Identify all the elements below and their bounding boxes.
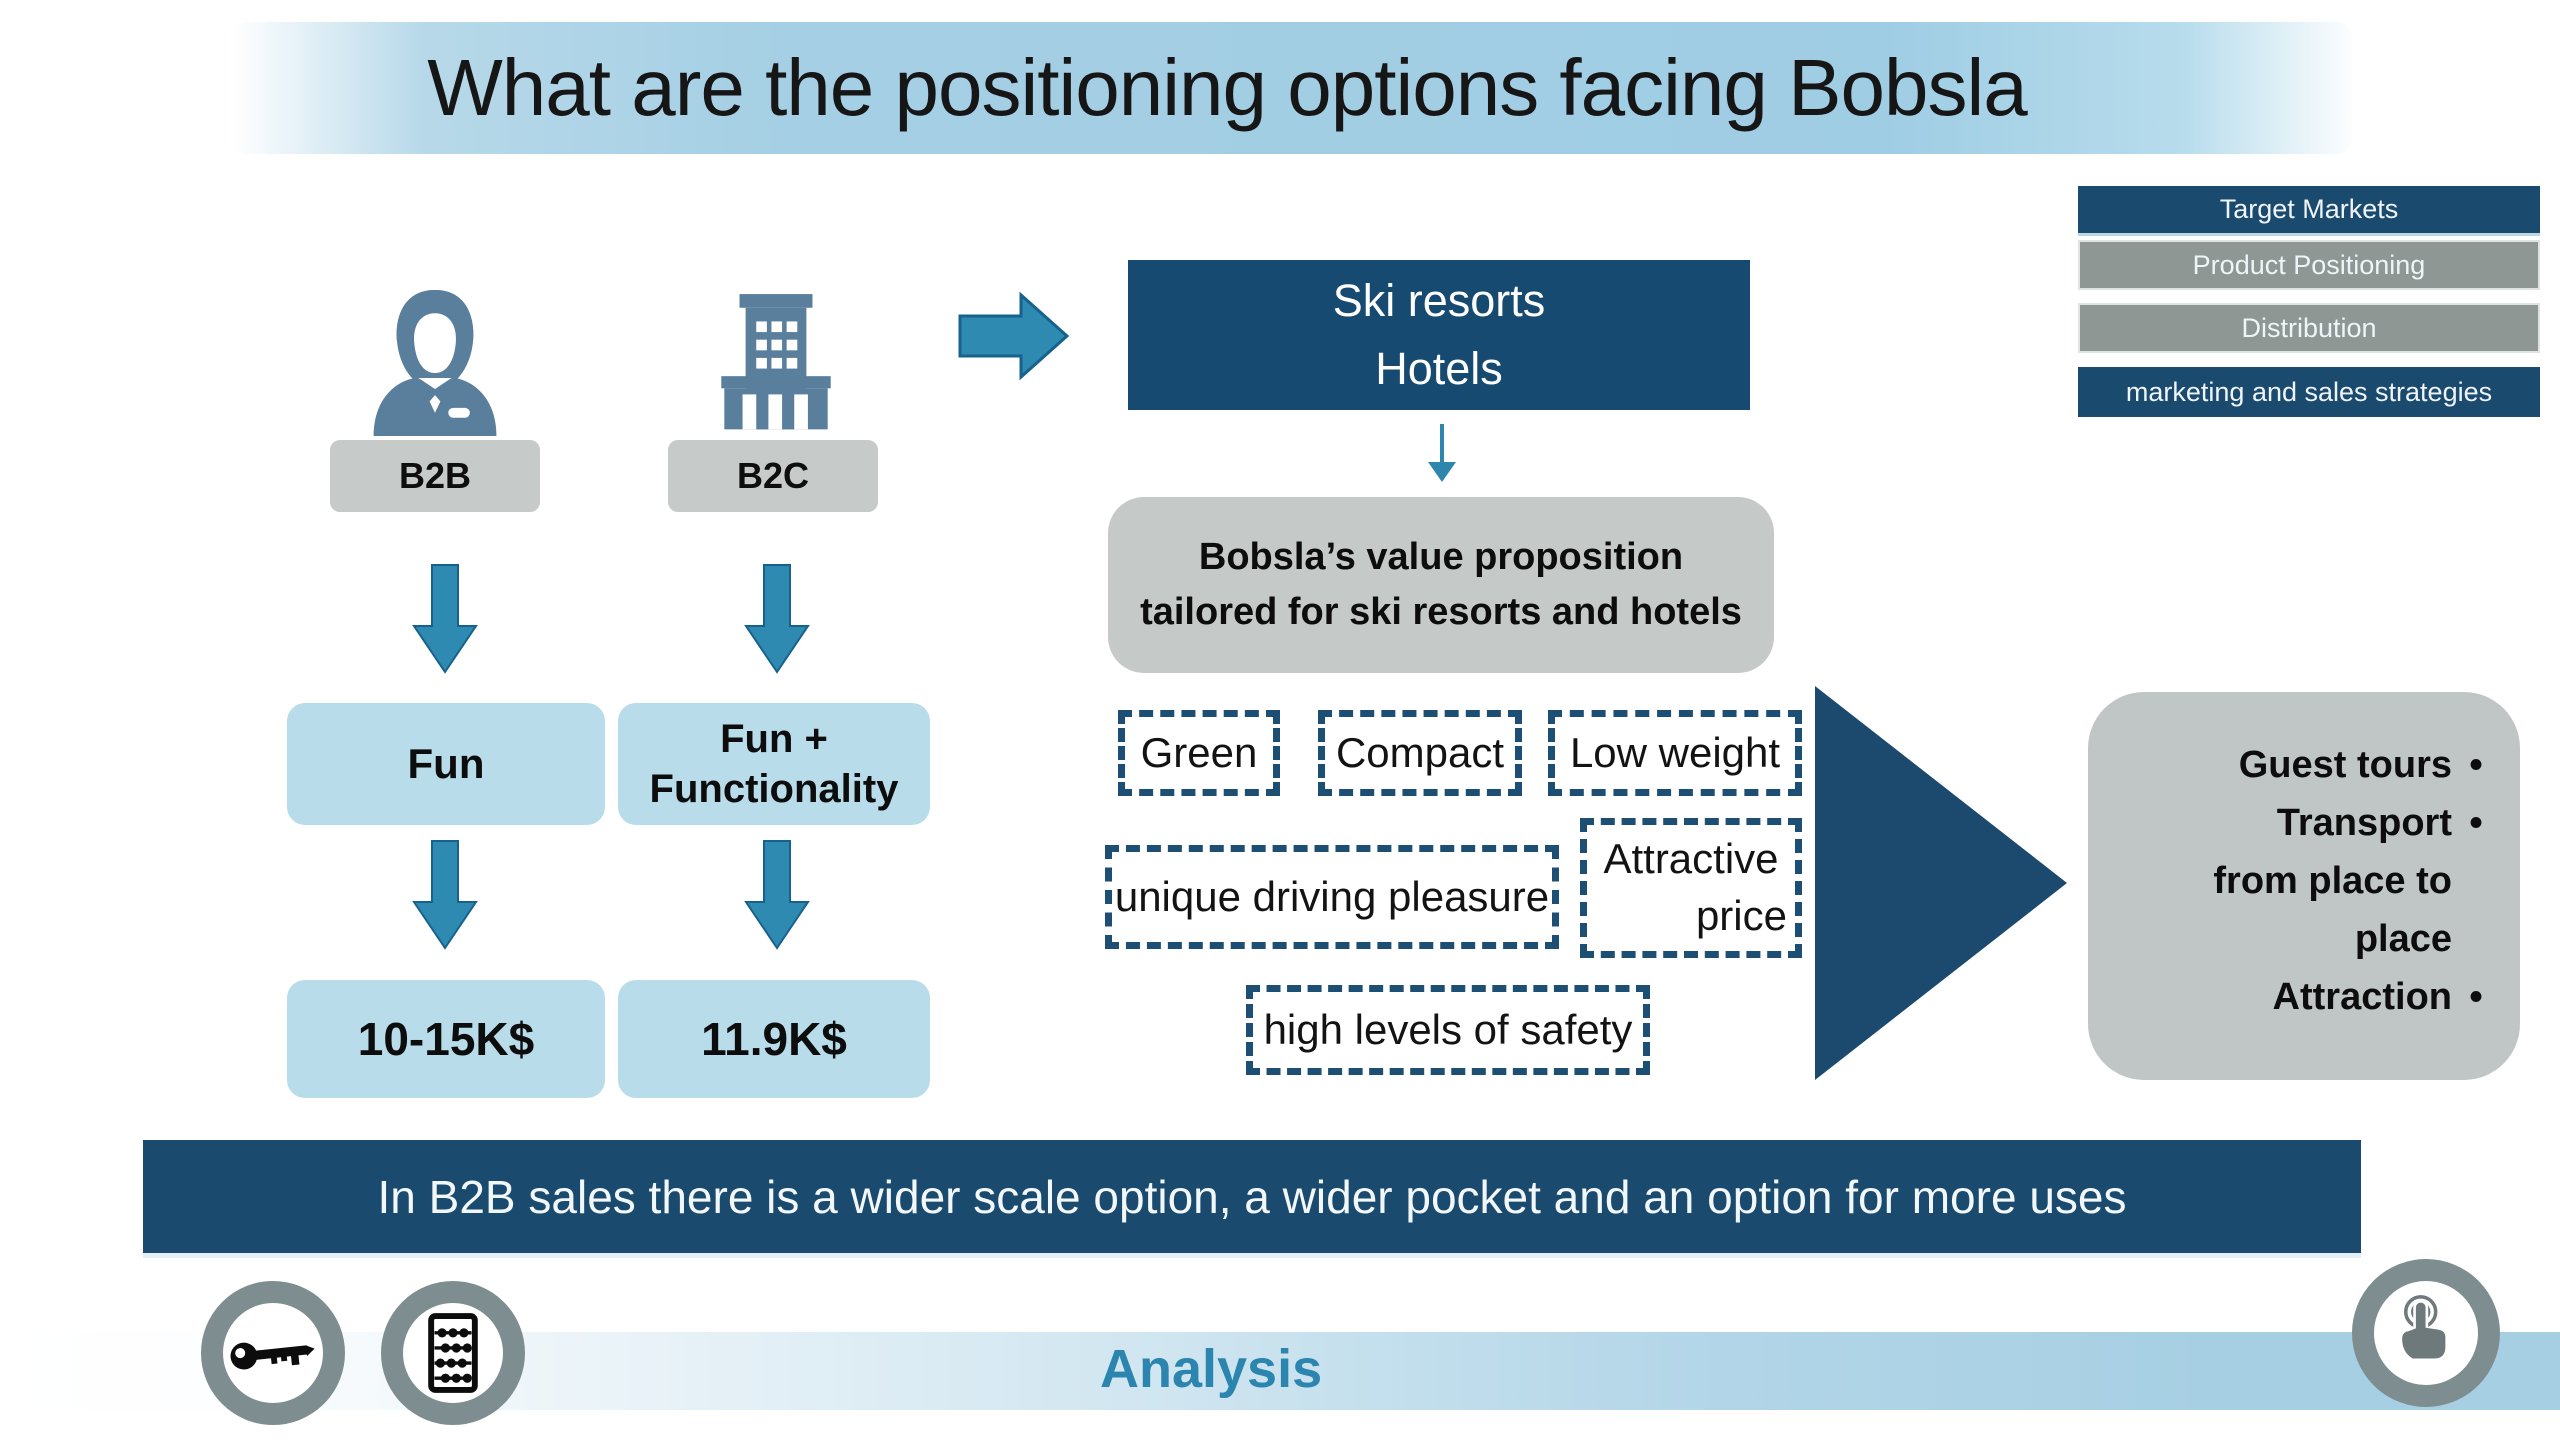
- key-badge: [201, 1281, 345, 1425]
- price-b2c-box: 11.9K$: [618, 980, 930, 1098]
- abacus-badge: [381, 1281, 525, 1425]
- outcome-text: Transport: [2276, 801, 2452, 844]
- feature-compact: Compact: [1318, 710, 1522, 796]
- b2b-chip: B2B: [330, 440, 540, 512]
- feature-label: unique driving pleasure: [1114, 873, 1550, 920]
- insight-banner-text: In B2B sales there is a wider scale opti…: [377, 1170, 2127, 1223]
- b2c-label: B2C: [736, 455, 810, 496]
- down-arrow-icon: [412, 840, 478, 950]
- price-b2c: 11.9K$: [701, 1013, 847, 1065]
- outcome-row: place: [2098, 910, 2500, 968]
- down-arrow-icon: [744, 564, 810, 674]
- touch-gesture-icon: [2402, 1295, 2446, 1359]
- feature-safety: high levels of safety: [1246, 985, 1650, 1075]
- legend-label: Target Markets: [2219, 194, 2399, 224]
- outcome-text: Guest tours: [2238, 743, 2452, 786]
- feature-low-weight: Low weight: [1548, 710, 1802, 796]
- touch-badge: [2352, 1259, 2500, 1407]
- legend-item-product-positioning: Product Positioning: [2078, 240, 2540, 290]
- flow-triangle: [1815, 686, 2067, 1080]
- bullet-dot: •: [2469, 743, 2483, 786]
- feature-label: Attractive: [1603, 835, 1779, 883]
- bullet-dot: •: [2469, 975, 2483, 1018]
- building-icon: [721, 294, 831, 430]
- functionality-label: Functionality: [649, 767, 899, 811]
- down-arrow-icon: [412, 564, 478, 674]
- feature-label: high levels of safety: [1263, 1006, 1633, 1053]
- fun-box: Fun: [287, 703, 605, 825]
- outcome-text: Attraction: [2272, 975, 2452, 1018]
- down-arrow-icon: [744, 840, 810, 950]
- fun-plus-label: Fun +: [720, 717, 828, 761]
- legend-label: Product Positioning: [2192, 249, 2426, 280]
- legend-item-target-markets: Target Markets: [2078, 186, 2540, 236]
- feature-label: Green: [1140, 729, 1258, 776]
- feature-label: Low weight: [1569, 729, 1781, 776]
- legend-item-marketing-sales: marketing and sales strategies: [2078, 367, 2540, 417]
- outcome-row: Attraction •: [2098, 968, 2500, 1026]
- key-icon: [230, 1342, 315, 1370]
- page-title: What are the positioning options facing …: [427, 43, 2027, 132]
- feature-green: Green: [1118, 710, 1280, 796]
- price-b2b-box: 10-15K$: [287, 980, 605, 1098]
- bullet-dot: •: [2469, 801, 2483, 844]
- target-line2: Hotels: [1375, 343, 1503, 394]
- feature-label: Compact: [1335, 729, 1505, 776]
- businessman-icon: [373, 289, 497, 437]
- legend-item-distribution: Distribution: [2078, 303, 2540, 353]
- outcome-row: Transport •: [2098, 794, 2500, 852]
- b2c-chip: B2C: [668, 440, 878, 512]
- price-b2b: 10-15K$: [357, 1013, 535, 1065]
- feature-attractive-price: Attractive price: [1580, 818, 1802, 958]
- feature-label: price: [1695, 892, 1787, 939]
- outcome-row: from place to: [2098, 852, 2500, 910]
- thin-down-arrow-icon: [1428, 424, 1456, 482]
- value-proposition-text: Bobsla’s value proposition tailored for …: [1140, 535, 1742, 633]
- b2b-label: B2B: [398, 455, 472, 496]
- target-markets-box: Ski resorts Hotels: [1128, 260, 1750, 410]
- outcomes-box: Guest tours • Transport • from place to pl…: [2088, 692, 2520, 1080]
- target-line1: Ski resorts: [1332, 275, 1546, 326]
- insight-banner: In B2B sales there is a wider scale opti…: [143, 1140, 2361, 1258]
- fun-label: Fun: [407, 740, 485, 787]
- outcome-text: from place to: [2213, 859, 2452, 902]
- right-arrow-icon: [958, 291, 1070, 381]
- abacus-icon: [428, 1313, 478, 1393]
- fun-functionality-box: Fun + Functionality: [618, 703, 930, 825]
- legend: Target Markets Product Positioning Distr…: [2078, 186, 2540, 417]
- outcome-text: place: [2354, 917, 2452, 960]
- feature-driving-pleasure: unique driving pleasure: [1105, 845, 1559, 949]
- outcome-row: Guest tours •: [2098, 736, 2500, 794]
- legend-label: Distribution: [2241, 312, 2377, 343]
- analysis-label: Analysis: [1100, 1339, 1323, 1399]
- legend-label: marketing and sales strategies: [2125, 376, 2493, 407]
- title-band: [232, 22, 2352, 154]
- value-proposition-box: Bobsla’s value proposition tailored for …: [1108, 497, 1774, 673]
